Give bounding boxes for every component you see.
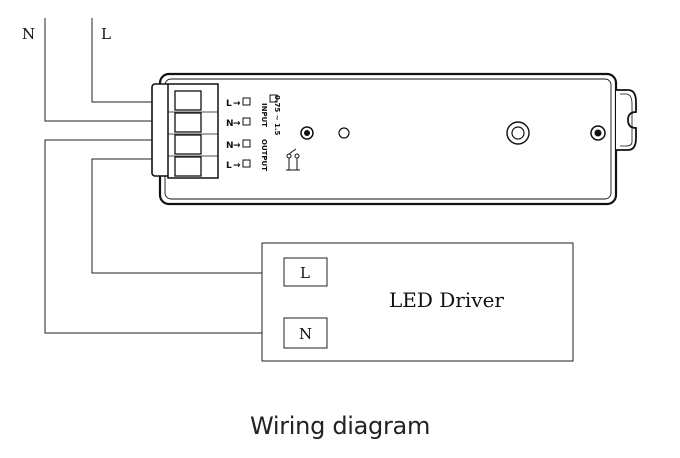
supply-line-wire <box>91 18 160 103</box>
module-outer-case <box>158 72 618 206</box>
output-label: OUTPUT <box>260 139 268 171</box>
diagram-caption: Wiring diagram <box>249 412 431 440</box>
arrow-4: → <box>233 161 241 171</box>
neutral-wire-label: N <box>22 25 35 43</box>
terminal-label-3: N <box>226 141 234 151</box>
terminal-label-4: L <box>226 161 232 171</box>
output-line-wire <box>91 158 284 274</box>
supply-neutral-wire <box>44 18 160 122</box>
screw-inner <box>594 129 602 137</box>
voltage-checkbox <box>269 94 278 103</box>
terminal-block <box>167 83 219 179</box>
test-button-inner <box>511 126 525 140</box>
led-driver: L N LED Driver <box>261 242 574 362</box>
led-indicator-inner <box>304 130 310 136</box>
voltage-label: 0.75 ~ 1.5 <box>273 95 281 136</box>
terminal-labels: L → N → N → L → <box>226 97 251 171</box>
terminal-slot-4 <box>174 156 202 177</box>
led-driver-terminal-l-label: L <box>300 264 310 282</box>
test-hole <box>338 127 350 139</box>
arrow-1: → <box>233 99 241 109</box>
terminal-label-1: L <box>226 99 232 109</box>
led-driver-terminal-l <box>283 257 328 287</box>
led-driver-title: LED Driver <box>389 288 504 312</box>
arrow-2: → <box>233 119 241 129</box>
led-driver-terminal-n-label: N <box>299 325 312 343</box>
line-wire-label: L <box>101 25 111 43</box>
arrow-3: → <box>233 141 241 151</box>
terminal-slot-1 <box>174 90 202 111</box>
input-label: INPUT <box>260 103 268 127</box>
output-neutral-wire <box>44 139 284 334</box>
mounting-ear-right <box>616 89 637 151</box>
terminal-label-2: N <box>226 119 234 129</box>
led-driver-terminal-n <box>283 317 328 349</box>
terminal-slot-3 <box>174 134 202 155</box>
wires <box>44 18 284 334</box>
emergency-module: L → N → N → L → INPUT OUTPUT 0.75 ~ 1.5 <box>151 72 637 206</box>
switch-symbol <box>286 148 300 171</box>
terminal-slot-2 <box>174 112 202 133</box>
